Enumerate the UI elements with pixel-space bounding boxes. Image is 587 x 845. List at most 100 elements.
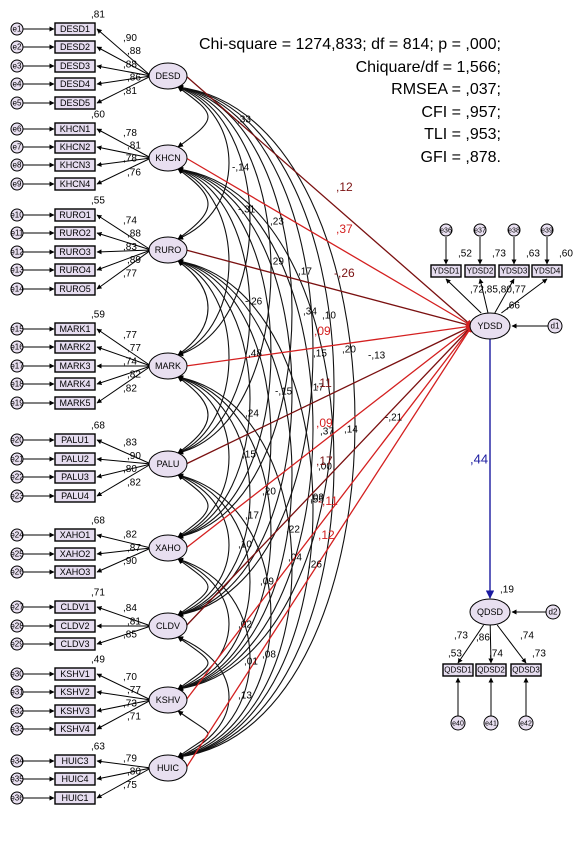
indicator-box xyxy=(54,722,96,736)
indicator-box xyxy=(54,667,96,681)
indicator-label: YDSD4 xyxy=(534,267,561,276)
latent-factor xyxy=(148,534,188,562)
factor-correlation-curves xyxy=(177,84,356,760)
path-coefficient: ,09 xyxy=(314,324,331,338)
loading-path xyxy=(96,145,152,159)
error-label: e37 xyxy=(474,227,486,234)
factor-r2: ,60 xyxy=(91,110,105,121)
error-term xyxy=(10,667,24,681)
factor-r2: ,81 xyxy=(91,10,105,21)
loading-value: ,90 xyxy=(123,33,137,44)
path-coefficient: ,17 xyxy=(316,454,333,468)
latent-factor xyxy=(148,236,188,264)
error-label: e14 xyxy=(10,285,24,294)
loading-path xyxy=(96,759,152,769)
loading-path xyxy=(445,278,482,314)
error-label: e3 xyxy=(13,62,22,71)
indicator-r2: ,60 xyxy=(559,249,573,260)
indicator-r2: ,73 xyxy=(492,249,506,260)
indicator-box xyxy=(54,433,96,447)
error-label: e36 xyxy=(440,227,452,234)
ydsd-r2: ,66 xyxy=(506,301,520,312)
error-term xyxy=(10,322,24,336)
error-label: e26 xyxy=(10,568,24,577)
indicator-label: CLDV1 xyxy=(60,602,89,612)
indicator-label: DESD1 xyxy=(60,24,90,34)
indicator-box xyxy=(54,528,96,542)
fit-gfi: GFI = ,878. xyxy=(420,148,501,166)
factor-label: PALU xyxy=(157,459,180,469)
error-term xyxy=(10,704,24,718)
loading-path xyxy=(96,249,152,271)
correlation-curve xyxy=(177,86,230,240)
indicator-box xyxy=(54,791,96,805)
path-coefficient: ,37 xyxy=(336,222,353,236)
loading-path xyxy=(488,624,494,664)
error-label: e21 xyxy=(10,455,24,464)
indicator-box xyxy=(54,772,96,786)
indicator-label: CLDV2 xyxy=(60,621,89,631)
correlation-value: ,23 xyxy=(270,217,284,228)
error-label: e41 xyxy=(485,720,497,727)
correlation-curve xyxy=(177,168,209,240)
indicator-box xyxy=(54,637,96,651)
indicator-label: MARK2 xyxy=(59,342,90,352)
loading-path xyxy=(96,533,152,549)
error-term xyxy=(483,715,499,731)
fit-cfi: CFI = ,957; xyxy=(421,103,501,121)
indicator-box xyxy=(54,754,96,768)
factor-r2: ,49 xyxy=(91,655,105,666)
correlation-curve xyxy=(177,260,209,356)
loading-path xyxy=(96,346,152,367)
error-label: e8 xyxy=(13,161,22,170)
correlation-value: ,20 xyxy=(342,345,356,356)
correlation-value: ,00 xyxy=(318,462,332,473)
disturbance-label: d1 xyxy=(551,322,560,331)
error-term xyxy=(10,22,24,36)
correlation-value: ,03 xyxy=(310,493,324,504)
error-label: e17 xyxy=(10,362,24,371)
latent-factor xyxy=(148,352,188,380)
loading-path xyxy=(478,278,489,314)
correlation-curve xyxy=(177,636,230,758)
loading-path xyxy=(96,547,152,573)
correlation-curve xyxy=(177,376,209,454)
indicator-box xyxy=(54,396,96,410)
loading-value: ,81 xyxy=(123,86,137,97)
factor-r2: ,71 xyxy=(91,588,105,599)
correlation-curve xyxy=(177,375,272,691)
qdsd-r2: ,19 xyxy=(500,585,514,596)
loading-value: ,74 xyxy=(520,631,534,642)
correlation-curve xyxy=(177,84,356,760)
loading-path xyxy=(96,463,152,479)
error-term xyxy=(10,565,24,579)
path-coefficient: ,12 xyxy=(318,528,335,542)
factor-label: XAHO xyxy=(155,543,181,553)
correlation-curve xyxy=(177,375,293,759)
error-term xyxy=(10,140,24,154)
factor-label: KSHV xyxy=(156,695,181,705)
error-term xyxy=(10,96,24,110)
loading-value: ,84 xyxy=(123,603,137,614)
correlation-value: -,13 xyxy=(368,351,386,362)
loading-path xyxy=(96,75,152,86)
correlation-curve xyxy=(177,86,209,148)
indicator-box xyxy=(442,663,474,677)
error-label: e15 xyxy=(10,325,24,334)
loading-value: ,86 xyxy=(476,633,490,644)
correlation-curve xyxy=(177,260,230,454)
latent-qdsd xyxy=(469,598,511,626)
correlation-value: ,15 xyxy=(313,349,327,360)
indicator-box xyxy=(54,77,96,91)
loading-value: ,73 xyxy=(454,631,468,642)
latent-factor xyxy=(148,62,188,90)
loading-path xyxy=(96,767,152,781)
error-label: e38 xyxy=(508,227,520,234)
path-coefficient: -,26 xyxy=(334,266,355,280)
loading-value: ,82 xyxy=(127,370,141,381)
indicator-label: YDSD3 xyxy=(501,267,528,276)
